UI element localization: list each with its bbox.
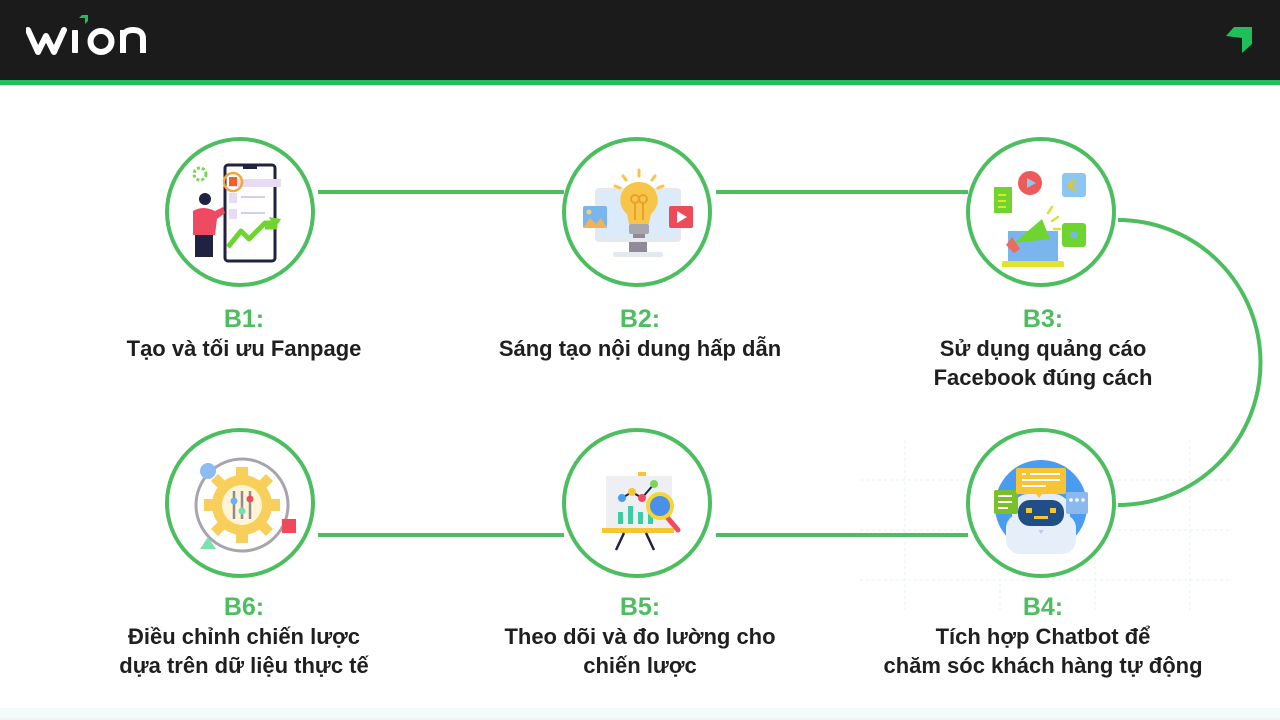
step-b6-title-line1: Điều chỉnh chiến lược (127, 624, 361, 649)
step-b5-number: B5: (619, 593, 661, 621)
step-b4-number: B4: (1022, 593, 1064, 621)
step-b2-number: B2: (619, 305, 661, 333)
step-b1-label: B1: Tạo và tối ưu Fanpage (64, 304, 424, 363)
step-b3-label: B3: Sử dụng quảng cáo Facebook đúng cách (863, 304, 1223, 392)
step-b3-circle: € (966, 137, 1116, 287)
svg-text:€: € (1068, 178, 1077, 195)
step-b1-number: B1: (223, 305, 265, 333)
step-b4-circle (966, 428, 1116, 578)
gear-adjust-icon (194, 457, 296, 553)
step-b3-title-line1: Sử dụng quảng cáo (939, 336, 1147, 361)
step-b5-circle (562, 428, 712, 578)
creative-content-lightbulb-icon (583, 168, 693, 257)
step-b1-title-line1: Tạo và tối ưu Fanpage (126, 336, 362, 361)
megaphone-ads-icon: € (994, 171, 1086, 267)
step-b6-title-line2: dựa trên dữ liệu thực tế (119, 653, 369, 678)
step-b2-title-line1: Sáng tạo nội dung hấp dẫn (498, 336, 782, 361)
step-b3-title-line2: Facebook đúng cách (933, 365, 1153, 390)
header-bar (0, 0, 1280, 80)
fanpage-optimization-icon (192, 163, 281, 263)
step-b4-title-line1: Tích hợp Chatbot để (935, 624, 1151, 649)
step-b1-circle (165, 137, 315, 287)
corner-arrow-icon (1226, 27, 1252, 53)
step-b3-number: B3: (1022, 305, 1064, 333)
header-accent-bar (0, 80, 1280, 85)
step-b6-label: B6: Điều chỉnh chiến lược dựa trên dữ li… (64, 592, 424, 680)
step-b5-title-line1: Theo dõi và đo lường cho (504, 624, 776, 649)
step-b5-title-line2: chiến lược (583, 653, 697, 678)
chatbot-robot-icon (994, 460, 1088, 554)
analytics-board-icon (602, 472, 681, 551)
step-b4-label: B4: Tích hợp Chatbot để chăm sóc khách h… (863, 592, 1223, 680)
wion-logo (26, 15, 146, 55)
step-b6-circle (165, 428, 315, 578)
step-b5-label: B5: Theo dõi và đo lường cho chiến lược (460, 592, 820, 680)
step-b4-title-line2: chăm sóc khách hàng tự động (883, 653, 1203, 678)
step-b2-circle (562, 137, 712, 287)
footer-strip (0, 708, 1280, 720)
step-b6-number: B6: (223, 593, 265, 621)
step-b2-label: B2: Sáng tạo nội dung hấp dẫn (460, 304, 820, 363)
